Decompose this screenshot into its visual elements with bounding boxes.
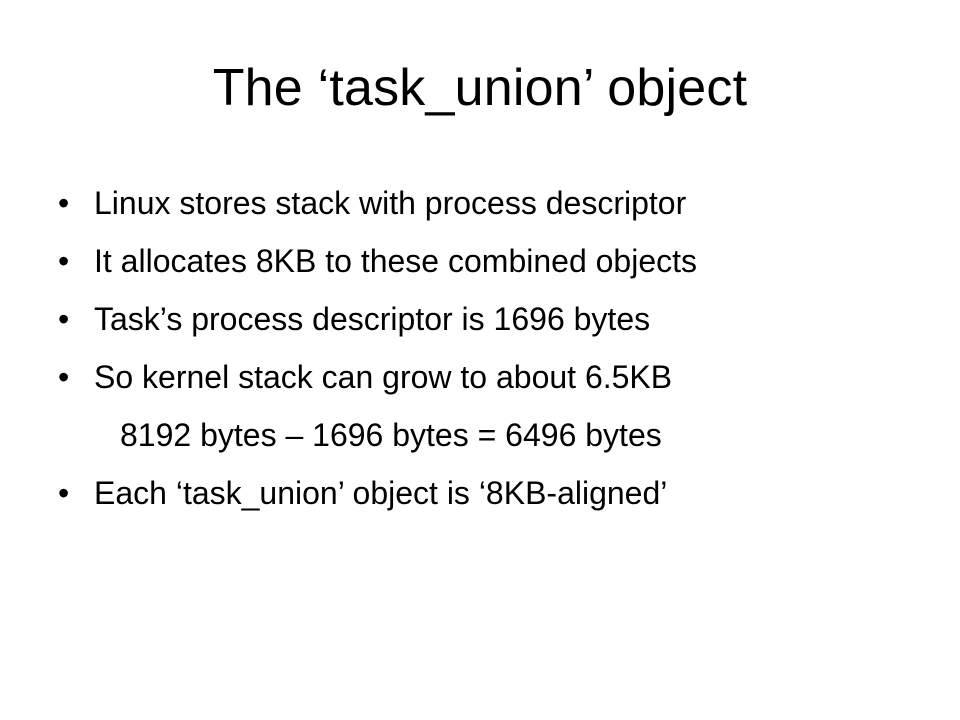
- bullet-list: • Linux stores stack with process descri…: [58, 174, 938, 522]
- bullet-glyph: •: [58, 243, 70, 279]
- indented-calculation-line: 8192 bytes – 1696 bytes = 6496 bytes: [58, 406, 938, 464]
- bullet-glyph: •: [58, 359, 70, 395]
- list-item: • Linux stores stack with process descri…: [58, 174, 938, 232]
- list-item-text: It allocates 8KB to these combined objec…: [94, 243, 698, 279]
- list-item-text: Linux stores stack with process descript…: [94, 185, 687, 221]
- slide-title: The ‘task_union’ object: [212, 59, 748, 117]
- bullet-glyph: •: [58, 185, 70, 221]
- list-item-text: Each ‘task_union’ object is ‘8KB-aligned…: [94, 475, 668, 511]
- bullet-glyph: •: [58, 301, 70, 337]
- list-item-text: So kernel stack can grow to about 6.5KB: [94, 359, 673, 395]
- bullet-glyph: •: [58, 475, 70, 511]
- calculation-text: 8192 bytes – 1696 bytes = 6496 bytes: [120, 417, 662, 453]
- list-item: • It allocates 8KB to these combined obj…: [58, 232, 938, 290]
- list-item-text: Task’s process descriptor is 1696 bytes: [94, 301, 651, 337]
- list-item: • Each ‘task_union’ object is ‘8KB-align…: [58, 464, 938, 522]
- list-item: • Task’s process descriptor is 1696 byte…: [58, 290, 938, 348]
- list-item: • So kernel stack can grow to about 6.5K…: [58, 348, 938, 406]
